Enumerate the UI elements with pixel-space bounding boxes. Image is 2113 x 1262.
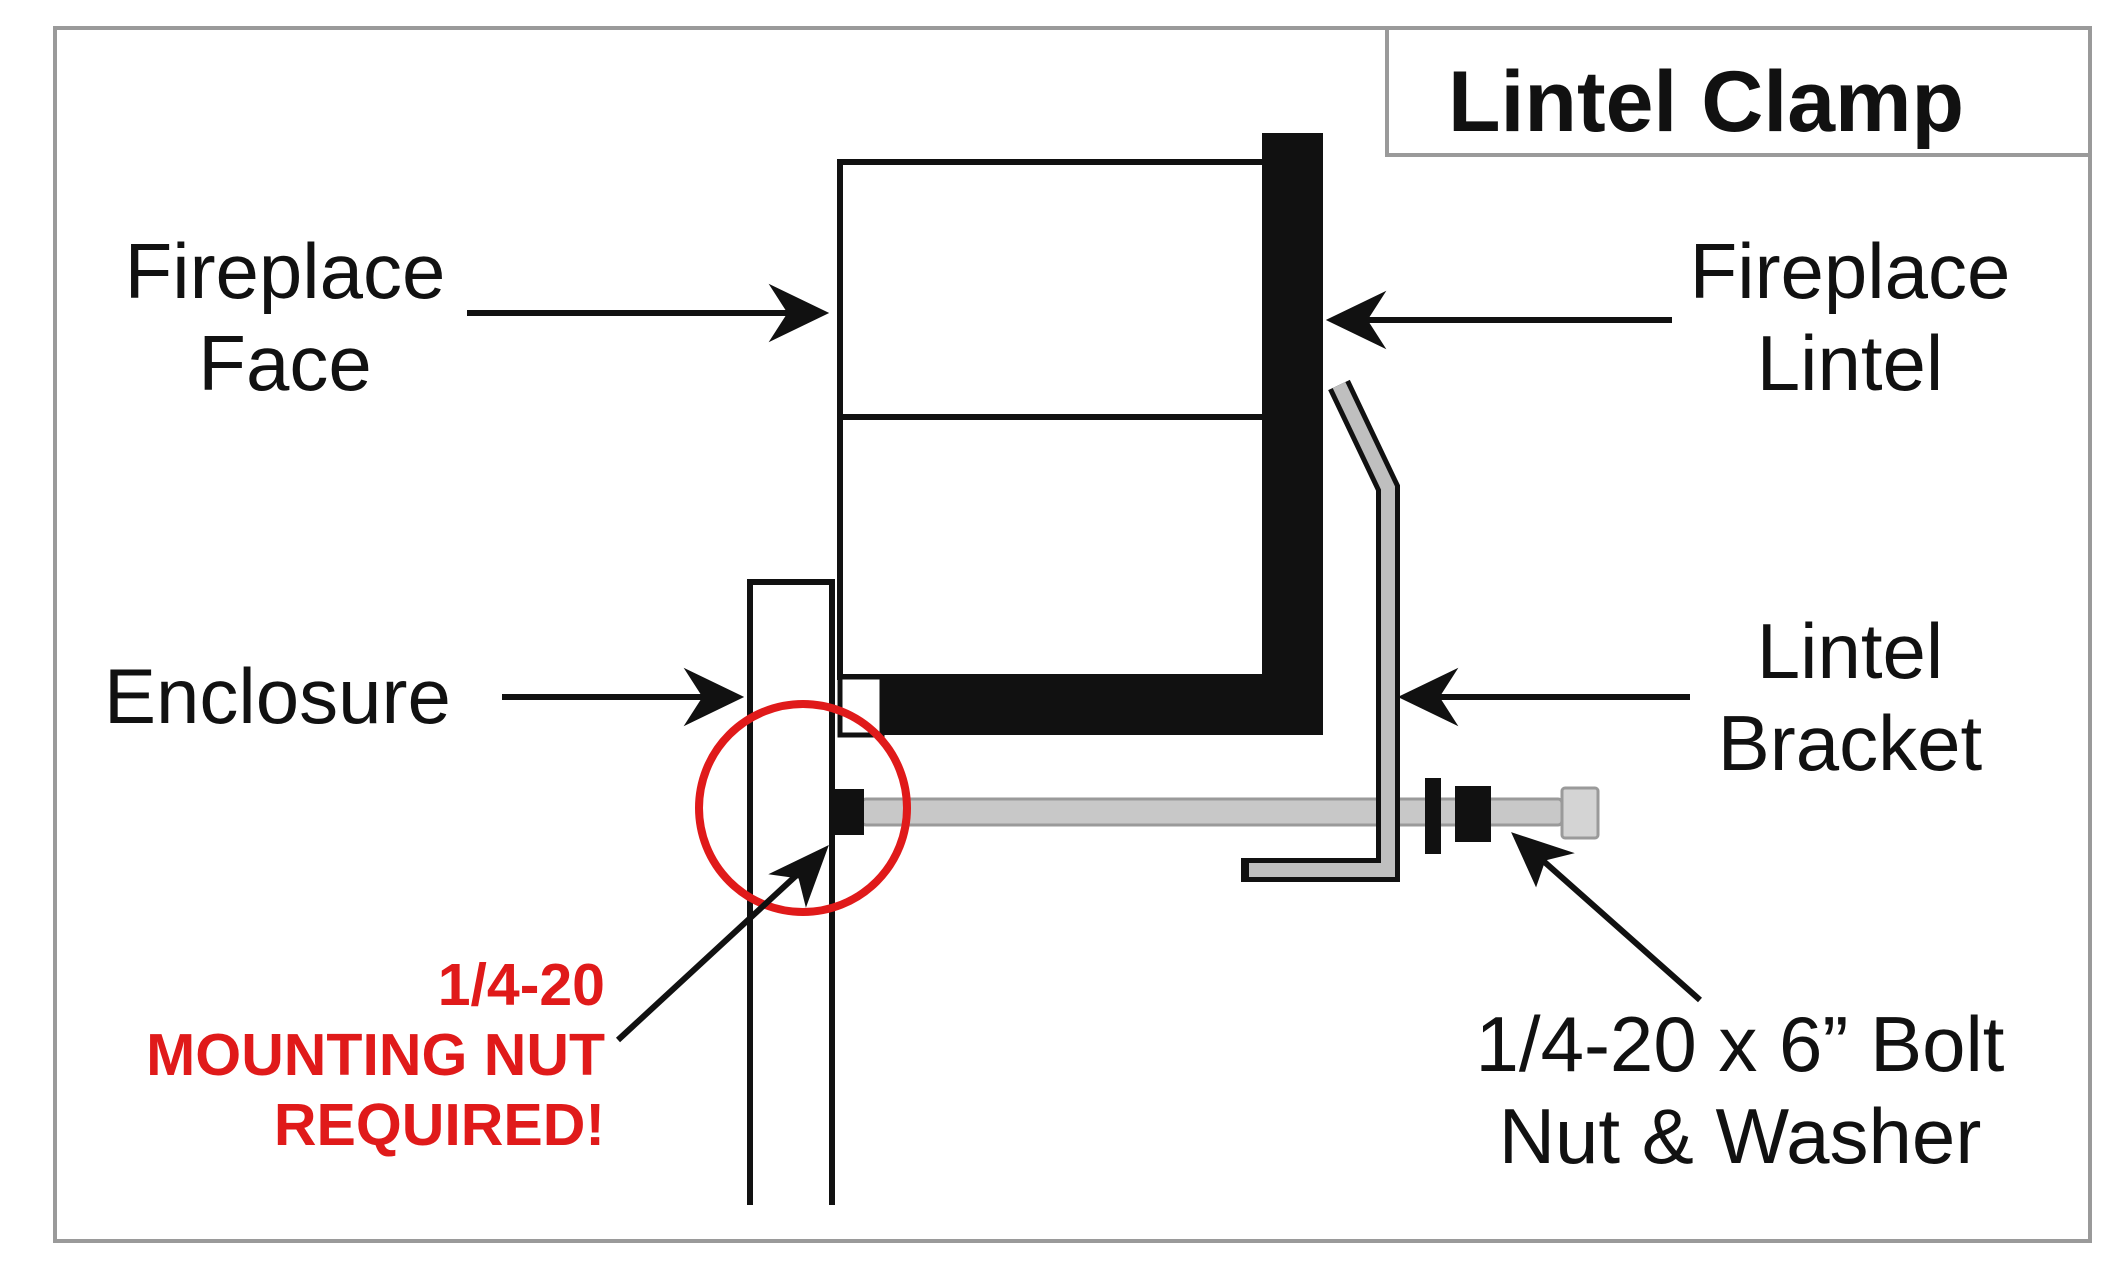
warning-mounting-nut: 1/4-20 MOUNTING NUT REQUIRED! — [60, 950, 605, 1160]
label-bolt-line2: Nut & Washer — [1498, 1092, 1982, 1180]
outer-frame — [53, 26, 2092, 1243]
bolt-head — [1560, 786, 1600, 840]
arrow-fireplace-face — [467, 283, 830, 343]
washer — [1425, 778, 1441, 854]
label-fireplace-face-line2: Face — [198, 319, 372, 407]
arrow-bolt — [1511, 832, 1702, 1003]
highlight-circle — [695, 700, 911, 916]
fireplace-lintel — [880, 133, 1323, 735]
label-bolt-line1: 1/4-20 x 6” Bolt — [1475, 1000, 2005, 1088]
lintel-bracket-inner — [1245, 381, 1395, 877]
warning-line2: MOUNTING NUT — [146, 1022, 605, 1088]
label-fireplace-lintel-line2: Lintel — [1756, 319, 1944, 407]
title-box — [1385, 28, 2090, 157]
lintel-bracket-end — [1241, 858, 1249, 882]
fireplace-face-upper-block — [837, 159, 1273, 420]
label-fireplace-face: Fireplace Face — [95, 225, 475, 409]
warning-line3: REQUIRED! — [273, 1092, 605, 1158]
label-fireplace-lintel-line1: Fireplace — [1689, 227, 2011, 315]
label-lintel-bracket-line1: Lintel — [1756, 607, 1944, 695]
arrow-enclosure — [502, 667, 745, 727]
enclosure-outline — [747, 579, 835, 1205]
mounting-nut — [834, 789, 864, 835]
label-bolt: 1/4-20 x 6” Bolt Nut & Washer — [1410, 998, 2070, 1182]
label-fireplace-face-line1: Fireplace — [124, 227, 446, 315]
warning-line1: 1/4-20 — [437, 952, 605, 1018]
arrow-lintel-bracket — [1397, 667, 1690, 727]
fireplace-face-lower-block — [837, 414, 1273, 680]
diagram-title: Lintel Clamp — [1448, 54, 1965, 150]
label-enclosure: Enclosure — [104, 652, 451, 740]
label-lintel-bracket: Lintel Bracket — [1680, 605, 2020, 789]
lintel-corner-block — [837, 674, 885, 738]
label-fireplace-lintel: Fireplace Lintel — [1660, 225, 2040, 409]
arrow-mounting-nut — [615, 845, 829, 1043]
arrow-fireplace-lintel — [1325, 290, 1672, 350]
label-lintel-bracket-line2: Bracket — [1717, 699, 1983, 787]
bolt-nut — [1455, 786, 1491, 842]
